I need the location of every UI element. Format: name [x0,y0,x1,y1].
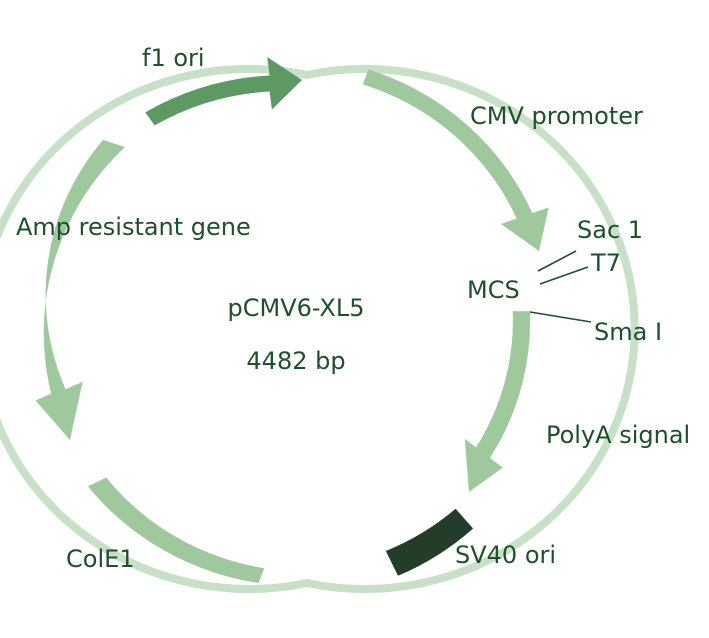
cole1-label: ColE1 [66,545,135,573]
sac1-marker-line [537,250,577,272]
mcs-label: MCS [467,276,520,304]
amp-resistant-gene-segment [35,140,125,440]
polya-signal-segment [464,311,531,492]
cmv-promoter-label: CMV promoter [470,102,643,130]
sma1-label: Sma I [594,318,662,346]
amp-resistant-gene-label: Amp resistant gene [16,213,251,241]
cmv-promoter-segment [362,69,549,251]
t7-label: T7 [590,249,621,277]
f1-ori-label: f1 ori [142,44,205,72]
t7-marker-line [539,266,589,285]
plasmid-size: 4482 bp [246,347,345,375]
polya-signal-label: PolyA signal [546,421,690,449]
sac1-label: Sac 1 [577,216,643,244]
sv40-ori-segment [385,508,474,576]
sma1-marker-line [529,311,592,323]
sv40-ori-label: SV40 ori [455,541,556,569]
cole1-segment [88,477,265,583]
plasmid-backbone [0,65,639,593]
plasmid-name: pCMV6-XL5 [228,294,365,322]
f1-ori-segment [145,57,302,126]
